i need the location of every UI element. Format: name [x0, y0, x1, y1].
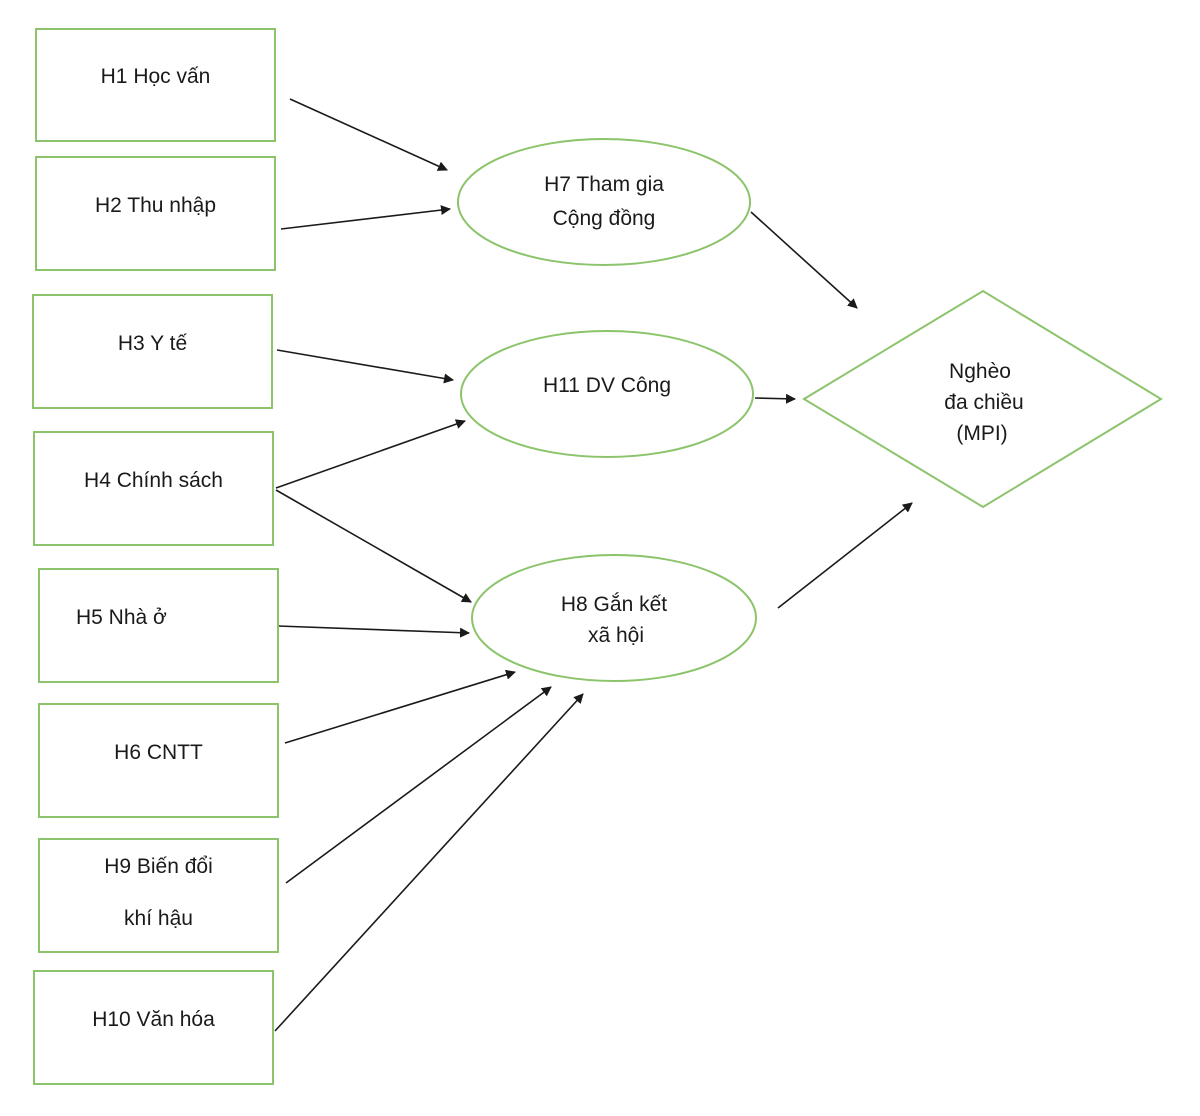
h3-box: H3 Y tế: [32, 294, 273, 409]
h2-box: H2 Thu nhập: [35, 156, 276, 271]
arrow-h4-h8: [275, 489, 472, 603]
h11-label: H11 DV Công: [543, 374, 671, 397]
arrow-h2-h7: [280, 205, 451, 230]
h2-label: H2 Thu nhập: [94, 194, 217, 217]
h4-box: H4 Chính sách: [33, 431, 274, 546]
mpi-label-line1: Nghèo: [949, 360, 1011, 383]
arrow-h9-h8: [285, 686, 552, 884]
arrow-h5-h8: [277, 625, 470, 638]
h8-label-line1: H8 Gắn kết: [561, 593, 667, 616]
h7-ellipse: [457, 138, 751, 266]
arrow-h6-h8: [284, 669, 516, 744]
h9-box: H9 Biến đổi khí hậu: [38, 838, 279, 953]
arrow-h3-h11: [276, 349, 454, 384]
arrow-h10-h8: [274, 693, 584, 1032]
h3-label: H3 Y tế: [117, 332, 188, 355]
arrow-h4-h11: [275, 419, 466, 489]
h4-label: H4 Chính sách: [84, 469, 223, 492]
arrow-h1-h7: [289, 98, 448, 171]
h9-label-line2: khí hậu: [124, 907, 193, 930]
h5-label: H5 Nhà ở: [76, 606, 167, 629]
h5-box: H5 Nhà ở: [38, 568, 279, 683]
h10-box: H10 Văn hóa: [33, 970, 274, 1085]
mpi-label-line3: (MPI): [956, 422, 1007, 445]
h6-box: H6 CNTT: [38, 703, 279, 818]
h1-box: H1 Học vấn: [35, 28, 276, 142]
h10-label: H10 Văn hóa: [92, 1008, 215, 1031]
mpi-diamond: [802, 289, 1163, 509]
h1-label: H1 Học vấn: [100, 65, 211, 88]
h9-label-line1: H9 Biến đổi: [104, 855, 213, 878]
arrow-h8-mpi: [777, 502, 913, 609]
h6-label: H6 CNTT: [114, 741, 203, 764]
h7-label-line1: H7 Tham gia: [544, 173, 664, 196]
h8-ellipse: [471, 554, 757, 682]
mpi-label-line2: đa chiều: [944, 391, 1023, 414]
h8-label-line2: xã hội: [588, 624, 644, 647]
arrow-h11-mpi: [754, 393, 796, 404]
h11-ellipse: [460, 330, 754, 458]
arrow-h7-mpi: [750, 211, 858, 309]
h7-label-line2: Cộng đồng: [553, 207, 656, 230]
